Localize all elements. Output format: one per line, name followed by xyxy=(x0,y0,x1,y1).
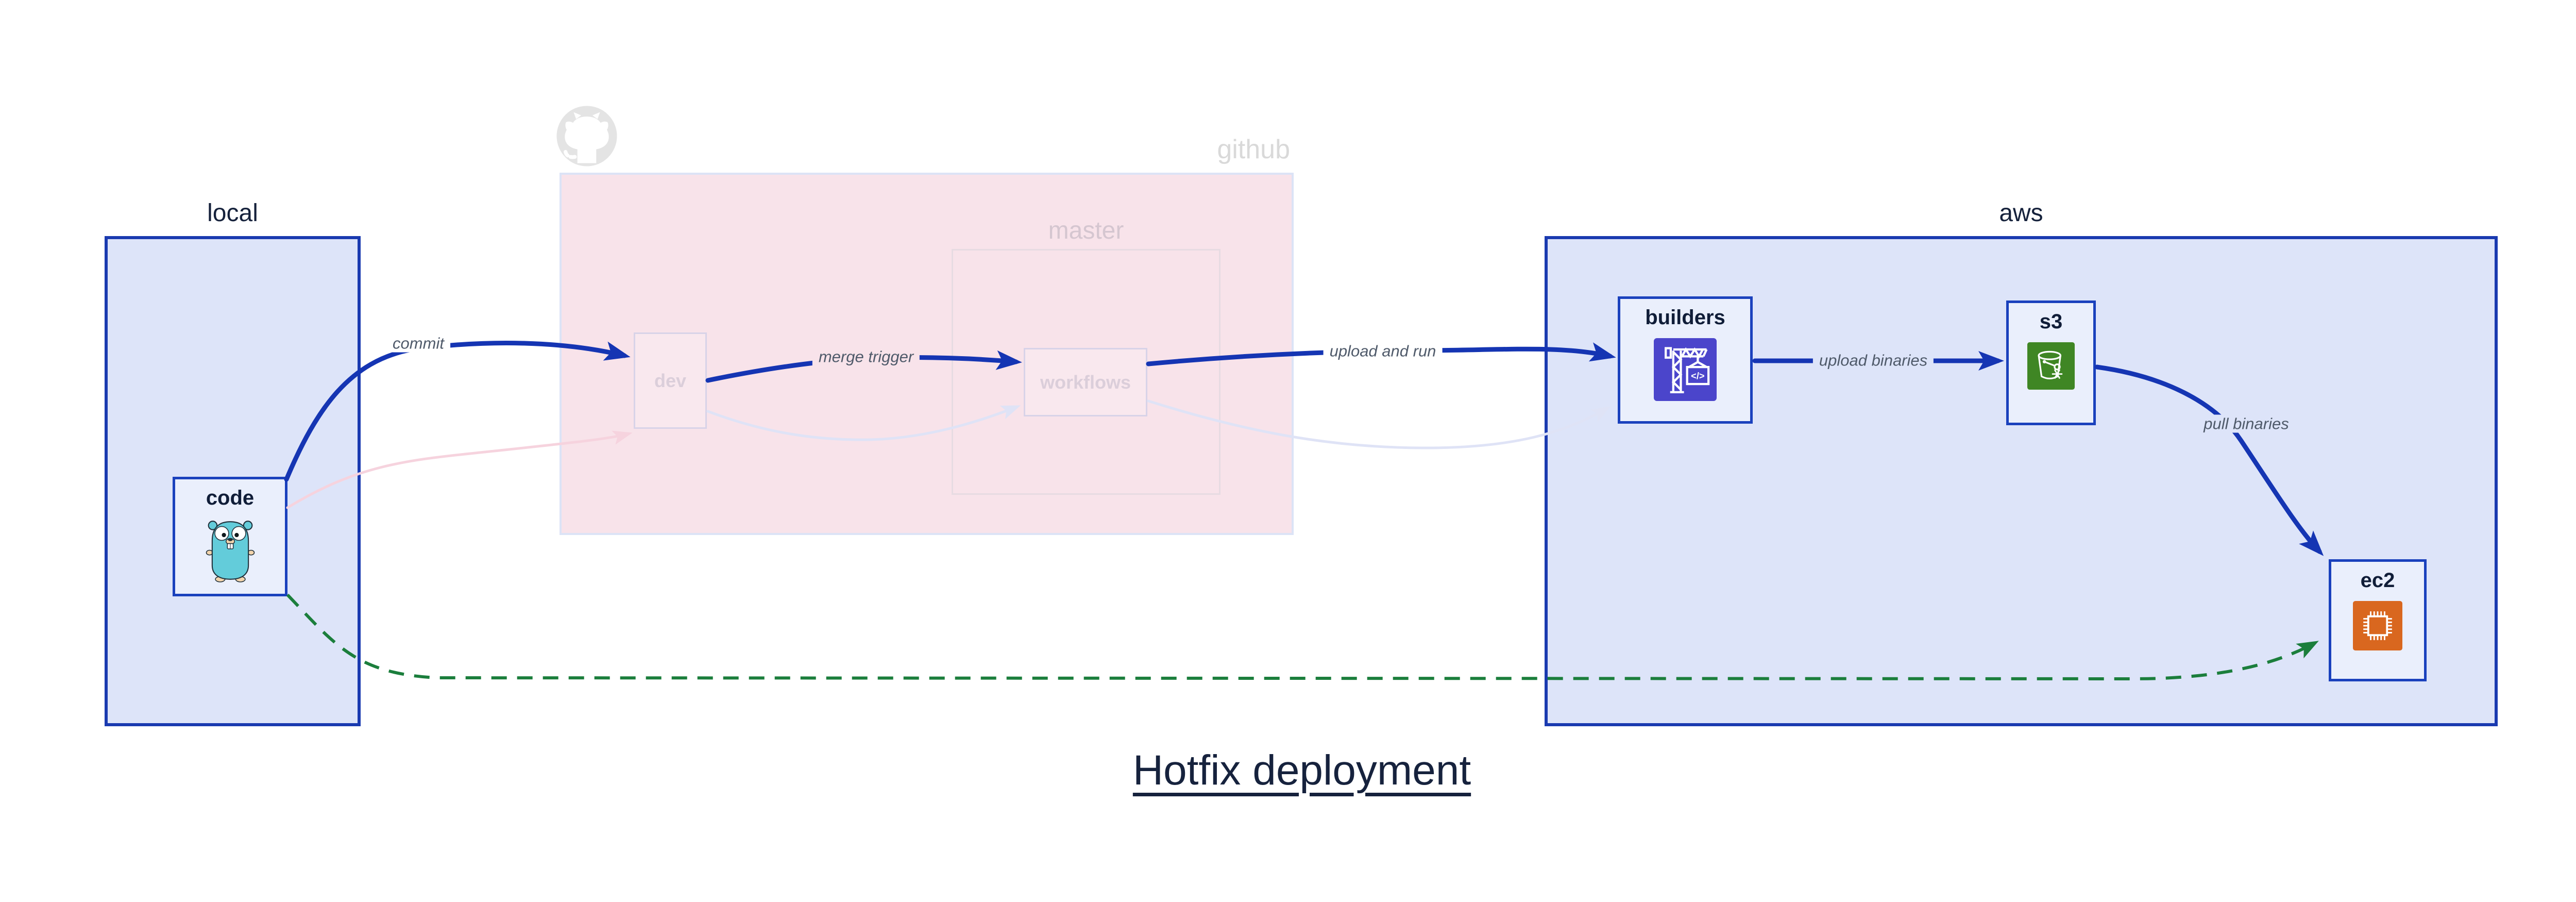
builders-node: builders </> xyxy=(1618,296,1753,424)
edge-label-commit: commit xyxy=(386,334,450,353)
edge-label-upload-and-run: upload and run xyxy=(1323,342,1443,360)
ec2-node-label: ec2 xyxy=(2360,569,2395,592)
dev-node-label: dev xyxy=(654,370,687,391)
edge-label-pull-binaries: pull binaries xyxy=(2197,414,2295,433)
aws-ec2-chip-icon xyxy=(2353,601,2402,650)
code-node: code xyxy=(173,477,287,596)
aws-s3-bucket-icon xyxy=(2027,342,2075,390)
master-container-label: master xyxy=(1048,217,1124,244)
diagram-title: Hotfix deployment xyxy=(1132,747,1471,794)
workflows-node: workflows xyxy=(1024,348,1147,416)
dev-node: dev xyxy=(634,332,707,429)
s3-node-label: s3 xyxy=(2039,310,2063,333)
ec2-node: ec2 xyxy=(2329,559,2427,681)
code-node-label: code xyxy=(206,487,255,509)
aws-container-label: aws xyxy=(1999,199,2043,227)
s3-node: s3 xyxy=(2006,300,2096,425)
workflows-node-label: workflows xyxy=(1040,371,1131,393)
svg-text:</>: </> xyxy=(1691,370,1704,381)
github-container-label: github xyxy=(1217,135,1290,164)
edge-label-upload-binaries: upload binaries xyxy=(1812,351,1934,370)
edge-label-merge-trigger: merge trigger xyxy=(812,347,920,366)
local-container-label: local xyxy=(207,199,258,227)
go-gopher-icon xyxy=(206,521,255,582)
github-octocat-icon xyxy=(556,106,617,166)
builders-node-label: builders xyxy=(1645,306,1725,329)
aws-codebuild-crane-icon: </> xyxy=(1654,338,1717,401)
